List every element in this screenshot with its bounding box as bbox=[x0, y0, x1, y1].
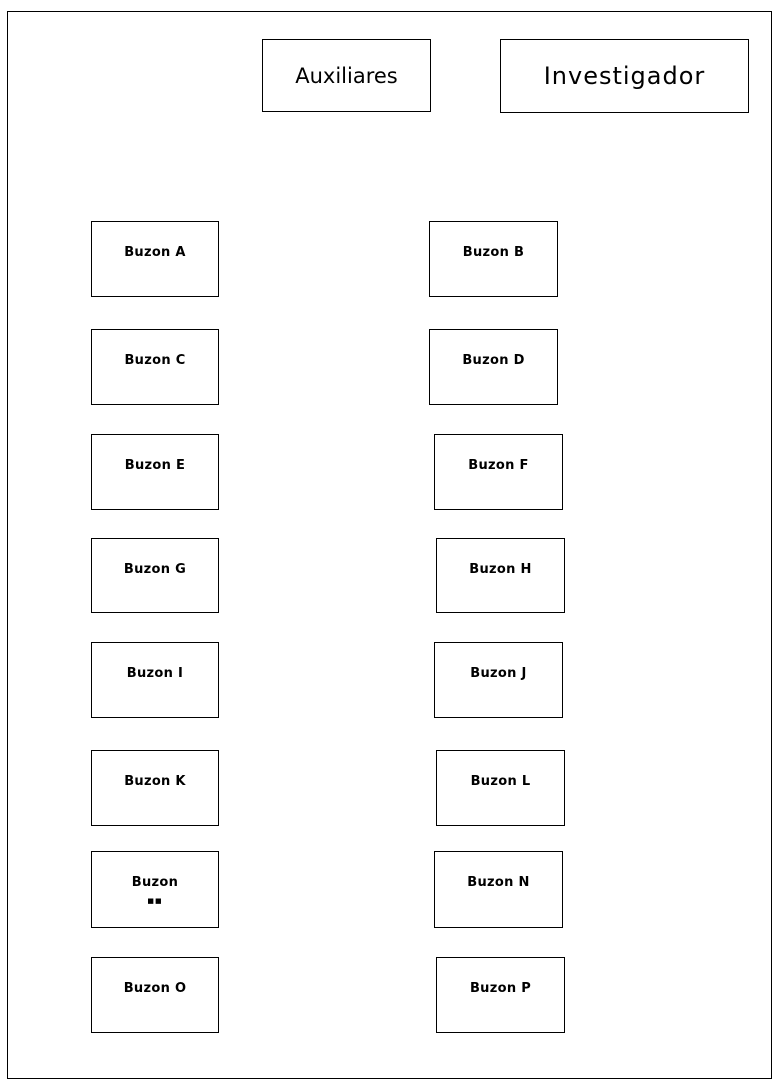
buzon-o-box: Buzon O bbox=[91, 957, 219, 1033]
investigador-label: Investigador bbox=[543, 62, 706, 90]
buzon-f-box: Buzon F bbox=[434, 434, 563, 510]
buzon-h-label: Buzon H bbox=[469, 562, 532, 577]
buzon-e-label: Buzon E bbox=[124, 458, 186, 473]
buzon-f-label: Buzon F bbox=[468, 458, 529, 473]
diagram-frame bbox=[7, 11, 772, 1079]
buzon-p-label: Buzon P bbox=[469, 981, 532, 996]
buzon-m-box: Buzon ■■ bbox=[91, 851, 219, 928]
buzon-b-label: Buzon B bbox=[462, 245, 525, 260]
buzon-h-box: Buzon H bbox=[436, 538, 565, 613]
auxiliares-box: Auxiliares bbox=[262, 39, 431, 112]
buzon-i-label: Buzon I bbox=[126, 666, 184, 681]
buzon-c-label: Buzon C bbox=[124, 353, 186, 368]
buzon-k-label: Buzon K bbox=[124, 774, 186, 789]
buzon-j-label: Buzon J bbox=[470, 666, 527, 681]
buzon-p-box: Buzon P bbox=[436, 957, 565, 1033]
buzon-c-box: Buzon C bbox=[91, 329, 219, 405]
investigador-box: Investigador bbox=[500, 39, 749, 113]
buzon-l-box: Buzon L bbox=[436, 750, 565, 826]
buzon-d-box: Buzon D bbox=[429, 329, 558, 405]
buzon-n-label: Buzon N bbox=[467, 875, 530, 890]
buzon-i-box: Buzon I bbox=[91, 642, 219, 718]
buzon-d-label: Buzon D bbox=[462, 353, 525, 368]
auxiliares-label: Auxiliares bbox=[295, 63, 398, 88]
buzon-m-label-line1: Buzon bbox=[131, 875, 179, 890]
buzon-a-label: Buzon A bbox=[124, 245, 186, 260]
buzon-k-box: Buzon K bbox=[91, 750, 219, 826]
buzon-j-box: Buzon J bbox=[434, 642, 563, 718]
buzon-b-box: Buzon B bbox=[429, 221, 558, 297]
buzon-g-label: Buzon G bbox=[123, 562, 187, 577]
buzon-l-label: Buzon L bbox=[470, 774, 531, 789]
buzon-a-box: Buzon A bbox=[91, 221, 219, 297]
buzon-g-box: Buzon G bbox=[91, 538, 219, 613]
buzon-o-label: Buzon O bbox=[123, 981, 187, 996]
buzon-e-box: Buzon E bbox=[91, 434, 219, 510]
buzon-m-label-line2: ■■ bbox=[147, 897, 163, 905]
buzon-n-box: Buzon N bbox=[434, 851, 563, 928]
